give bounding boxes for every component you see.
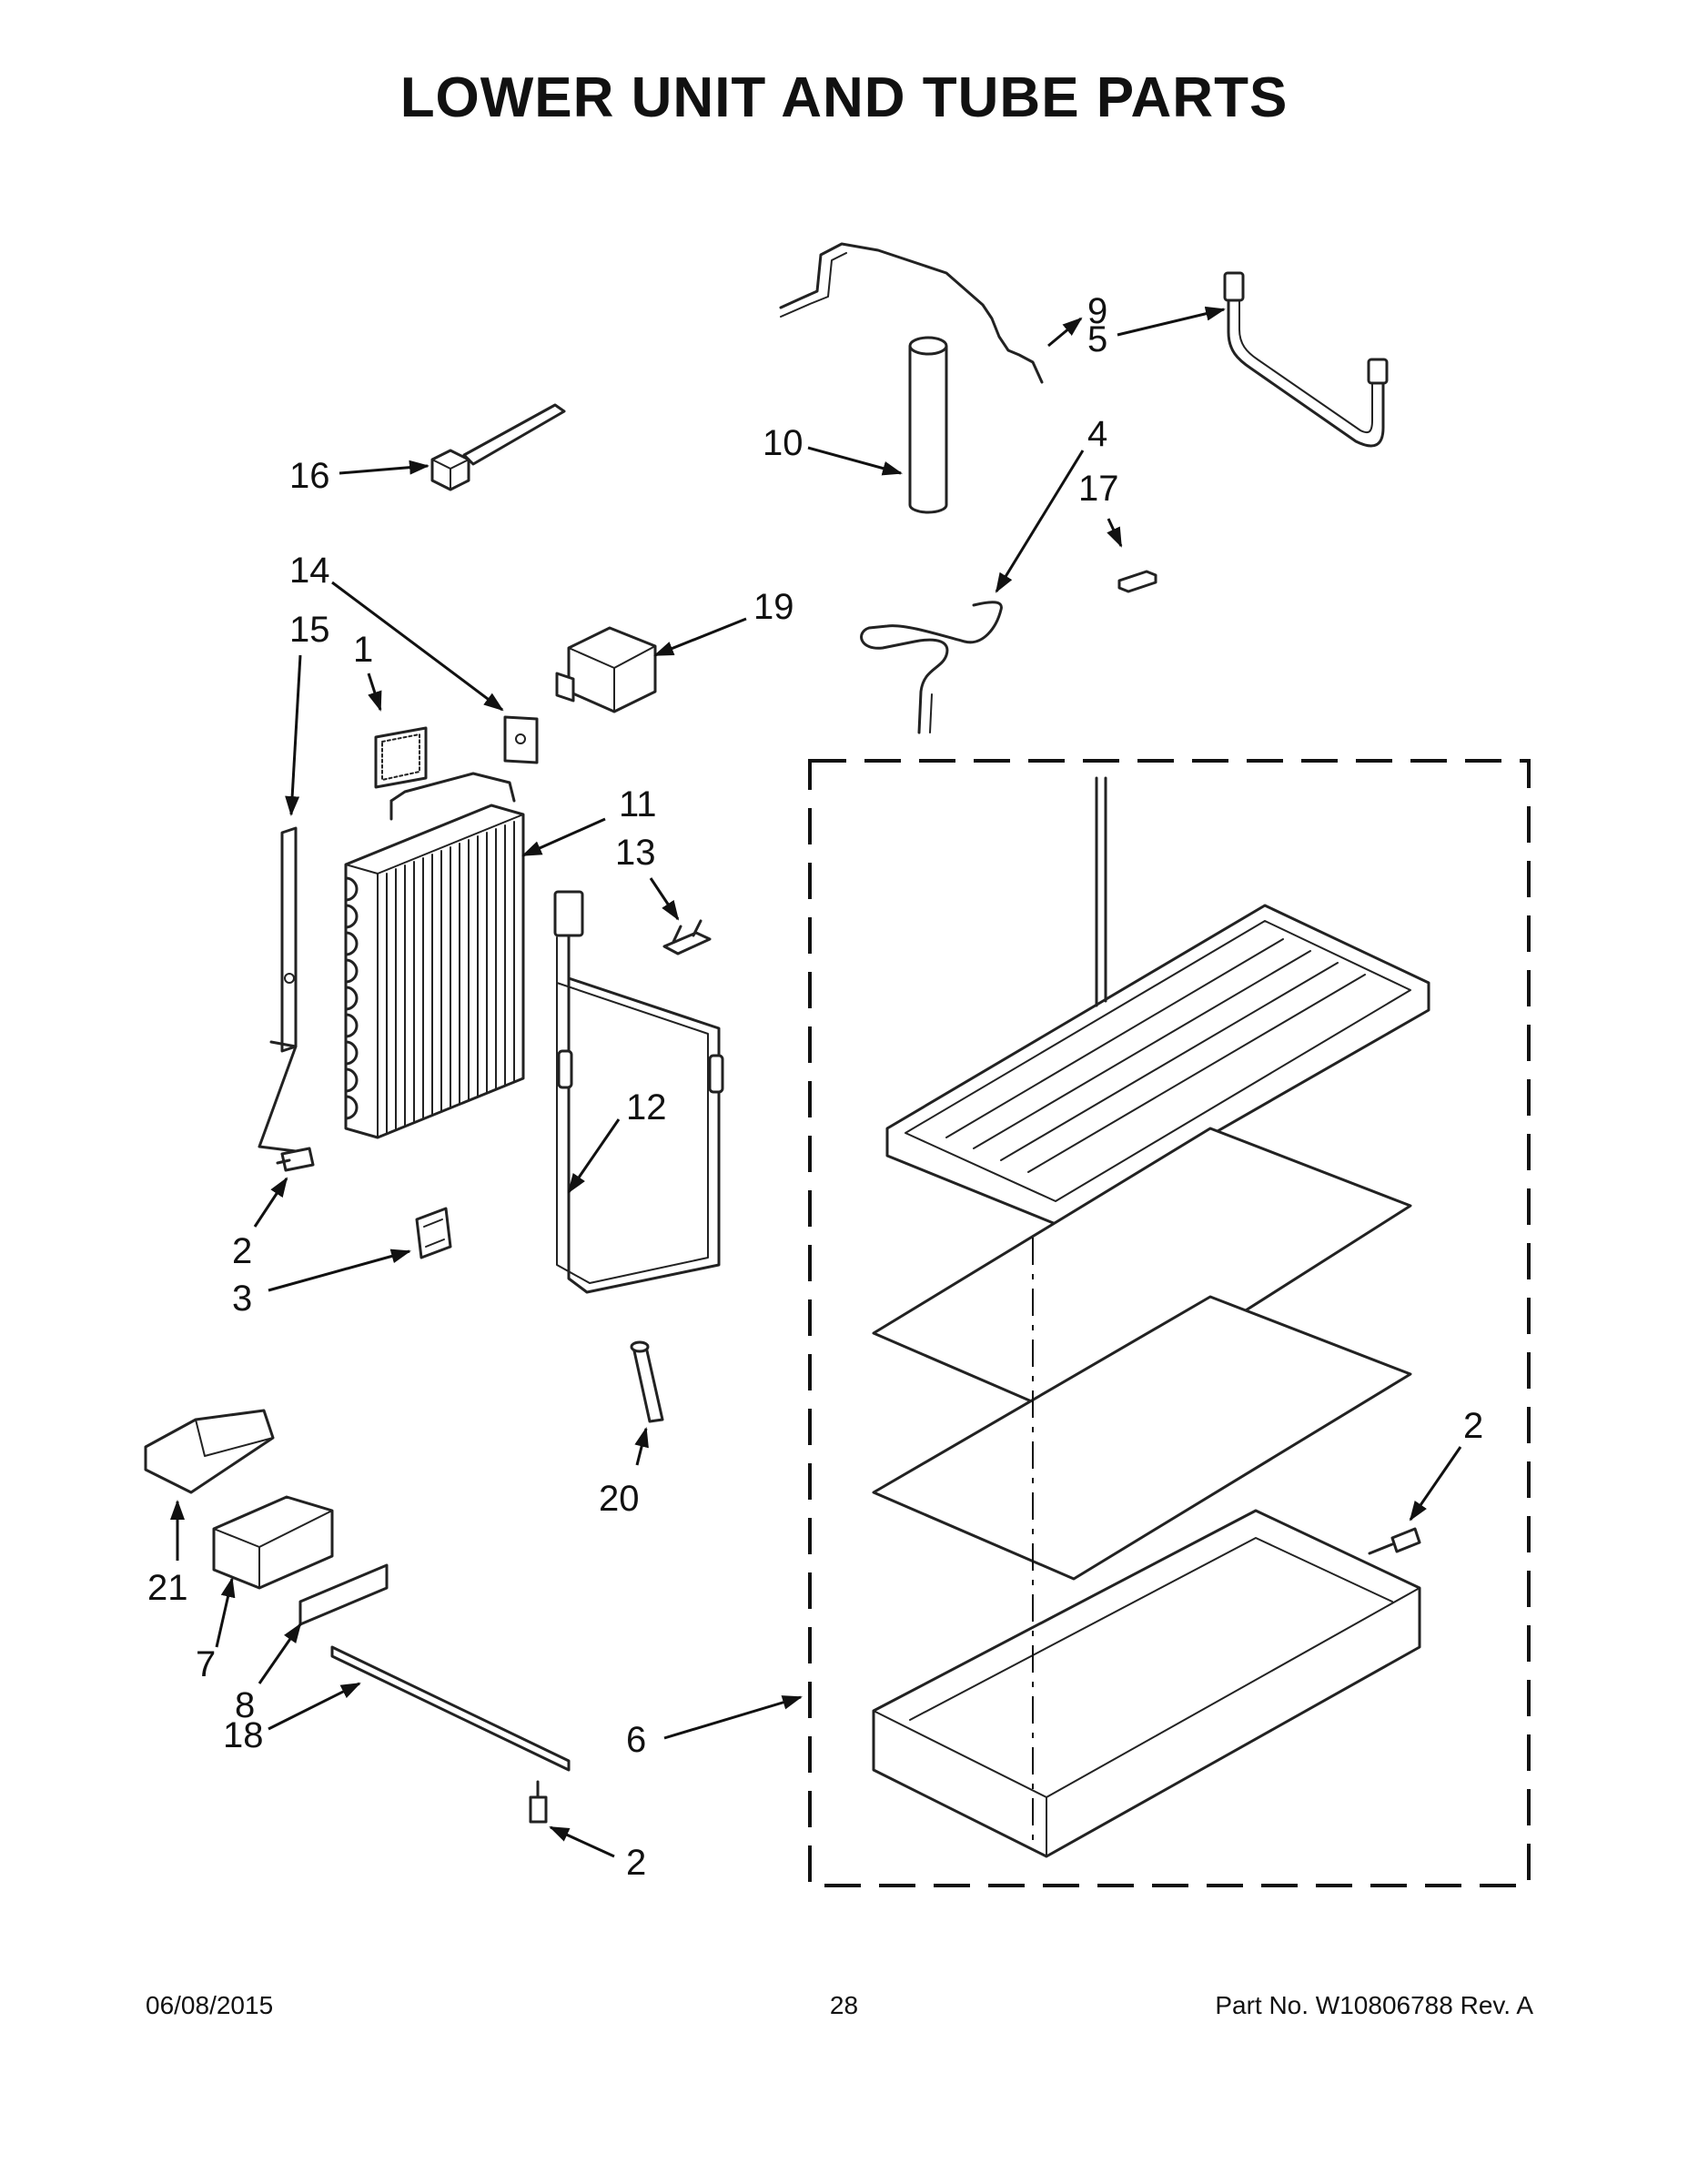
- callout-3: 3: [232, 1279, 252, 1319]
- assembly-6-sheet-bottom: [872, 1295, 1412, 1581]
- part-2-screw-bottom: [529, 1780, 548, 1824]
- part-1-pad: [374, 726, 428, 789]
- callout-2-bottom: 2: [626, 1843, 646, 1883]
- part-4-tube: [860, 601, 1003, 734]
- callout-5: 5: [1087, 319, 1107, 359]
- part-21-plate: [144, 1409, 275, 1494]
- part-9-tube: [779, 242, 1044, 384]
- callout-18: 18: [223, 1715, 264, 1755]
- callout-17: 17: [1078, 469, 1119, 509]
- callout-13: 13: [615, 833, 656, 873]
- assembly-6-sheet-top: [872, 1127, 1412, 1421]
- part-5-tube: [1223, 271, 1389, 448]
- assembly-6-drain-pan: [885, 776, 1430, 1226]
- callout-1: 1: [353, 630, 373, 670]
- part-2-screw-right: [1368, 1527, 1421, 1555]
- callout-11: 11: [619, 784, 657, 824]
- part-8-plate: [298, 1563, 389, 1626]
- callout-16: 16: [289, 456, 330, 496]
- page-title: LOWER UNIT AND TUBE PARTS: [399, 66, 1289, 129]
- footer-page-number: 28: [829, 1991, 859, 2019]
- callout-12: 12: [626, 1087, 667, 1127]
- part-11-evaporator: [344, 772, 525, 1139]
- callout-2-left: 2: [232, 1231, 252, 1271]
- part-17-clip: [1117, 570, 1157, 593]
- callout-7: 7: [196, 1644, 216, 1684]
- callout-10: 10: [763, 423, 804, 463]
- part-18-bar: [330, 1645, 571, 1772]
- part-2-screw-left: [276, 1147, 315, 1172]
- part-7-bracket: [212, 1495, 334, 1590]
- leader-lines: [170, 306, 1462, 1858]
- part-16-cable-tie: [430, 403, 566, 491]
- footer-part-number: Part No. W10806788 Rev. A: [1215, 1991, 1533, 2019]
- callout-6: 6: [626, 1720, 646, 1760]
- callout-19: 19: [753, 587, 794, 627]
- evaporator-fins: [386, 821, 515, 1134]
- evaporator-bends: [344, 876, 359, 1120]
- callout-9: 9: [1087, 291, 1107, 331]
- part-12-heater: [553, 890, 724, 1294]
- part-14-plate: [503, 715, 539, 764]
- assembly-6-boundary: [808, 759, 1531, 1887]
- callout-2-right: 2: [1463, 1406, 1483, 1446]
- callout-15: 15: [289, 610, 330, 650]
- part-20-sleeve: [630, 1340, 664, 1423]
- callout-4: 4: [1087, 414, 1107, 454]
- callout-21: 21: [147, 1568, 188, 1608]
- part-10-cylinder: [908, 336, 948, 514]
- part-3-bracket: [415, 1207, 452, 1259]
- callout-14: 14: [289, 551, 330, 591]
- part-13-clip: [662, 919, 712, 956]
- part-19-bracket: [555, 626, 657, 713]
- part-15-bracket: [258, 826, 298, 1153]
- callout-8: 8: [235, 1685, 255, 1725]
- assembly-6-tray: [872, 1509, 1421, 1858]
- footer-date: 06/08/2015: [146, 1991, 274, 2019]
- callout-20: 20: [599, 1479, 640, 1519]
